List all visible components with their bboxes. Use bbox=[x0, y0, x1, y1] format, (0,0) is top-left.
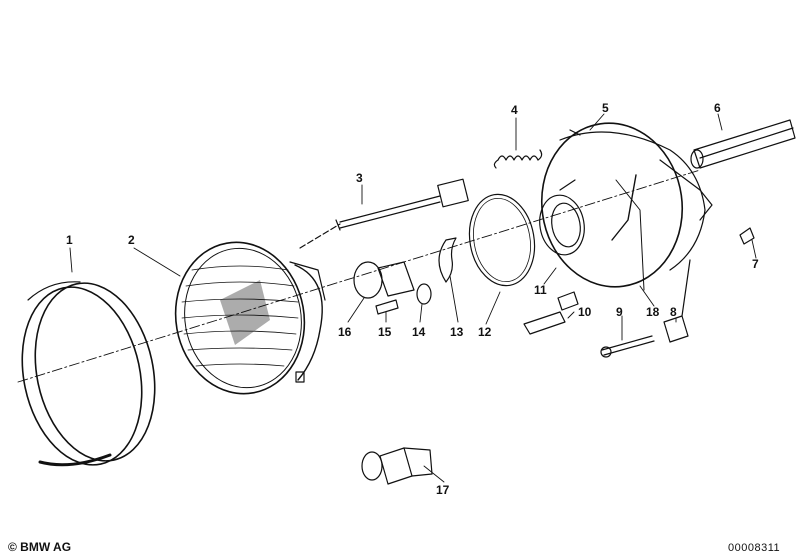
diagram-id-label: 00008311 bbox=[728, 542, 781, 554]
callout-13: 13 bbox=[450, 325, 464, 339]
center-axis-line bbox=[17, 169, 701, 383]
callout-4: 4 bbox=[511, 103, 518, 117]
callout-18: 18 bbox=[646, 305, 660, 319]
callout-5: 5 bbox=[602, 101, 609, 115]
trim-ring-part-1 bbox=[21, 281, 156, 467]
callout-9: 9 bbox=[616, 305, 623, 319]
callout-11: 11 bbox=[534, 283, 547, 297]
callout-1: 1 bbox=[66, 233, 73, 247]
callout-16: 16 bbox=[338, 325, 352, 339]
callout-8: 8 bbox=[670, 305, 677, 319]
headlight-insert-part-2 bbox=[174, 241, 326, 395]
seal-part-13 bbox=[438, 237, 457, 283]
callout-2: 2 bbox=[128, 233, 135, 247]
callout-6: 6 bbox=[714, 101, 721, 115]
bulb-holder-part-11 bbox=[539, 194, 585, 256]
h4-bulb-part-17 bbox=[361, 447, 433, 485]
headlamp-bulb-part-16 bbox=[353, 261, 415, 299]
clip-part-7 bbox=[739, 227, 755, 245]
connector-part-10 bbox=[523, 291, 579, 335]
small-bulb-part-15 bbox=[375, 299, 399, 315]
callout-12: 12 bbox=[478, 325, 492, 339]
callout-10: 10 bbox=[578, 305, 592, 319]
connector-strip-part-6 bbox=[690, 119, 796, 169]
screw-part-9 bbox=[600, 335, 655, 358]
callout-14: 14 bbox=[412, 325, 426, 339]
wire-part-18 bbox=[615, 179, 645, 291]
housing-part-5 bbox=[540, 122, 713, 288]
spring-part-4 bbox=[493, 149, 543, 169]
adjuster-screw-part-3 bbox=[299, 178, 469, 249]
leader-lines bbox=[69, 113, 757, 483]
callout-17: 17 bbox=[436, 483, 450, 497]
copyright-label: © BMW AG bbox=[8, 540, 72, 554]
callout-3: 3 bbox=[356, 171, 363, 185]
callout-7: 7 bbox=[752, 257, 759, 271]
retaining-ring-part-12 bbox=[468, 193, 536, 287]
callout-15: 15 bbox=[378, 325, 392, 339]
bracket-part-8 bbox=[663, 259, 691, 343]
cap-part-14 bbox=[416, 283, 432, 305]
